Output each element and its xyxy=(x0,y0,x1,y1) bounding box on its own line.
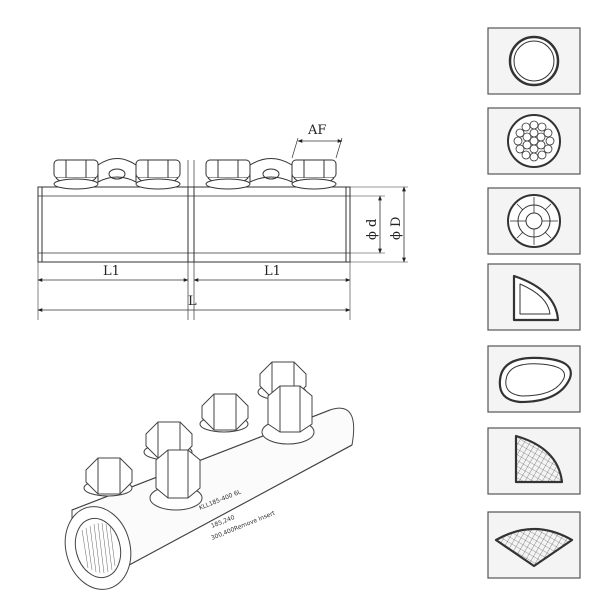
bolt-head xyxy=(291,159,337,190)
cross-section-round-compacted xyxy=(487,187,581,255)
cross-section-round-solid xyxy=(487,27,581,95)
dim-d-outer-label: ϕ D xyxy=(389,217,404,240)
bolt-head xyxy=(205,159,251,190)
dim-l-total-label: L xyxy=(188,294,197,309)
cross-section-panels xyxy=(487,27,581,579)
cross-section-sector-solid xyxy=(487,263,581,331)
bolt-head xyxy=(53,159,99,190)
cross-section-sector-stranded-wide xyxy=(487,511,581,579)
cross-section-oval-solid xyxy=(487,345,581,413)
side-view xyxy=(37,137,408,320)
bolt-3d xyxy=(199,393,249,433)
dim-d-inner-label: ϕ d xyxy=(365,219,380,240)
bolt-head xyxy=(135,159,181,190)
dim-l1-left-label: L1 xyxy=(103,264,120,279)
product-3d-view xyxy=(64,361,355,590)
cross-section-round-stranded xyxy=(487,107,581,175)
bolt-3d xyxy=(83,457,133,497)
dim-l1-right-label: L1 xyxy=(264,264,281,279)
cross-section-sector-stranded xyxy=(487,427,581,495)
bolt-3d-side xyxy=(261,385,315,445)
dim-af-label: AF xyxy=(307,123,326,138)
bolt-3d-side xyxy=(149,449,203,511)
